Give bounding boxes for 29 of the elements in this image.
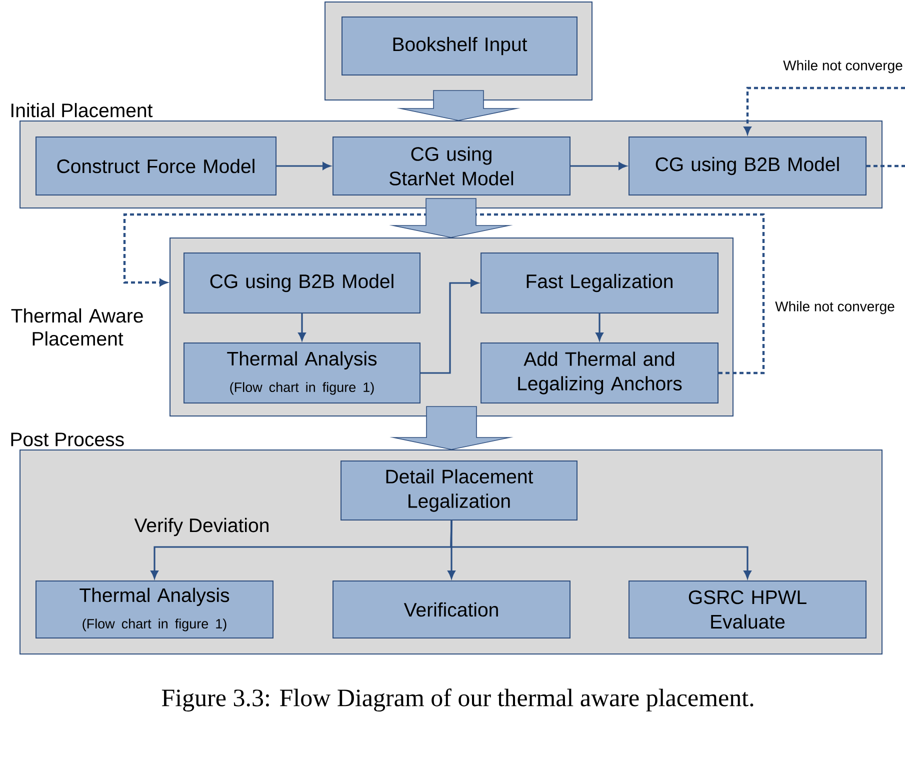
process-box: Thermal Analysis (Flow chart in figure 1) [184, 342, 420, 404]
process-box: Bookshelf Input [342, 16, 578, 76]
node-label: Post Process [11, 432, 124, 446]
process-box: Detail Placement Legalization [340, 460, 578, 520]
arrow [298, 314, 306, 341]
arrow [596, 314, 604, 341]
process-box: Thermal Analysis (Flow chart in figure 1) [36, 580, 274, 638]
process-box: CG using StarNet Model [332, 136, 570, 196]
process-box: CG using B2B Model [628, 136, 866, 196]
process-box: Verification [332, 580, 570, 638]
process-box: Fast Legalization [480, 252, 718, 314]
arrow [450, 520, 752, 579]
arrow [276, 162, 331, 170]
process-box: Add Thermal and Legalizing Anchors [480, 342, 718, 404]
process-box: CG using B2B Model [184, 252, 420, 314]
dashed-arrow [744, 86, 905, 134]
node-label: Initial Placement [12, 102, 153, 118]
caption: Figure 3.3: Flow Diagram of our thermal aware placement. [162, 688, 754, 712]
process-box: GSRC HPWL Evaluate [628, 580, 866, 638]
dashed-line [866, 164, 905, 168]
edge-label: While not converge [783, 60, 902, 74]
node-label: Thermal Aware Placement [11, 308, 143, 346]
process-box: Construct Force Model [36, 136, 276, 196]
dashed-arrow [123, 213, 765, 374]
edge-label: Verify Deviation [134, 518, 268, 536]
arrow [420, 279, 479, 374]
arrow [570, 162, 627, 170]
edge-label: While not converge [775, 301, 894, 314]
arrow [448, 520, 456, 579]
